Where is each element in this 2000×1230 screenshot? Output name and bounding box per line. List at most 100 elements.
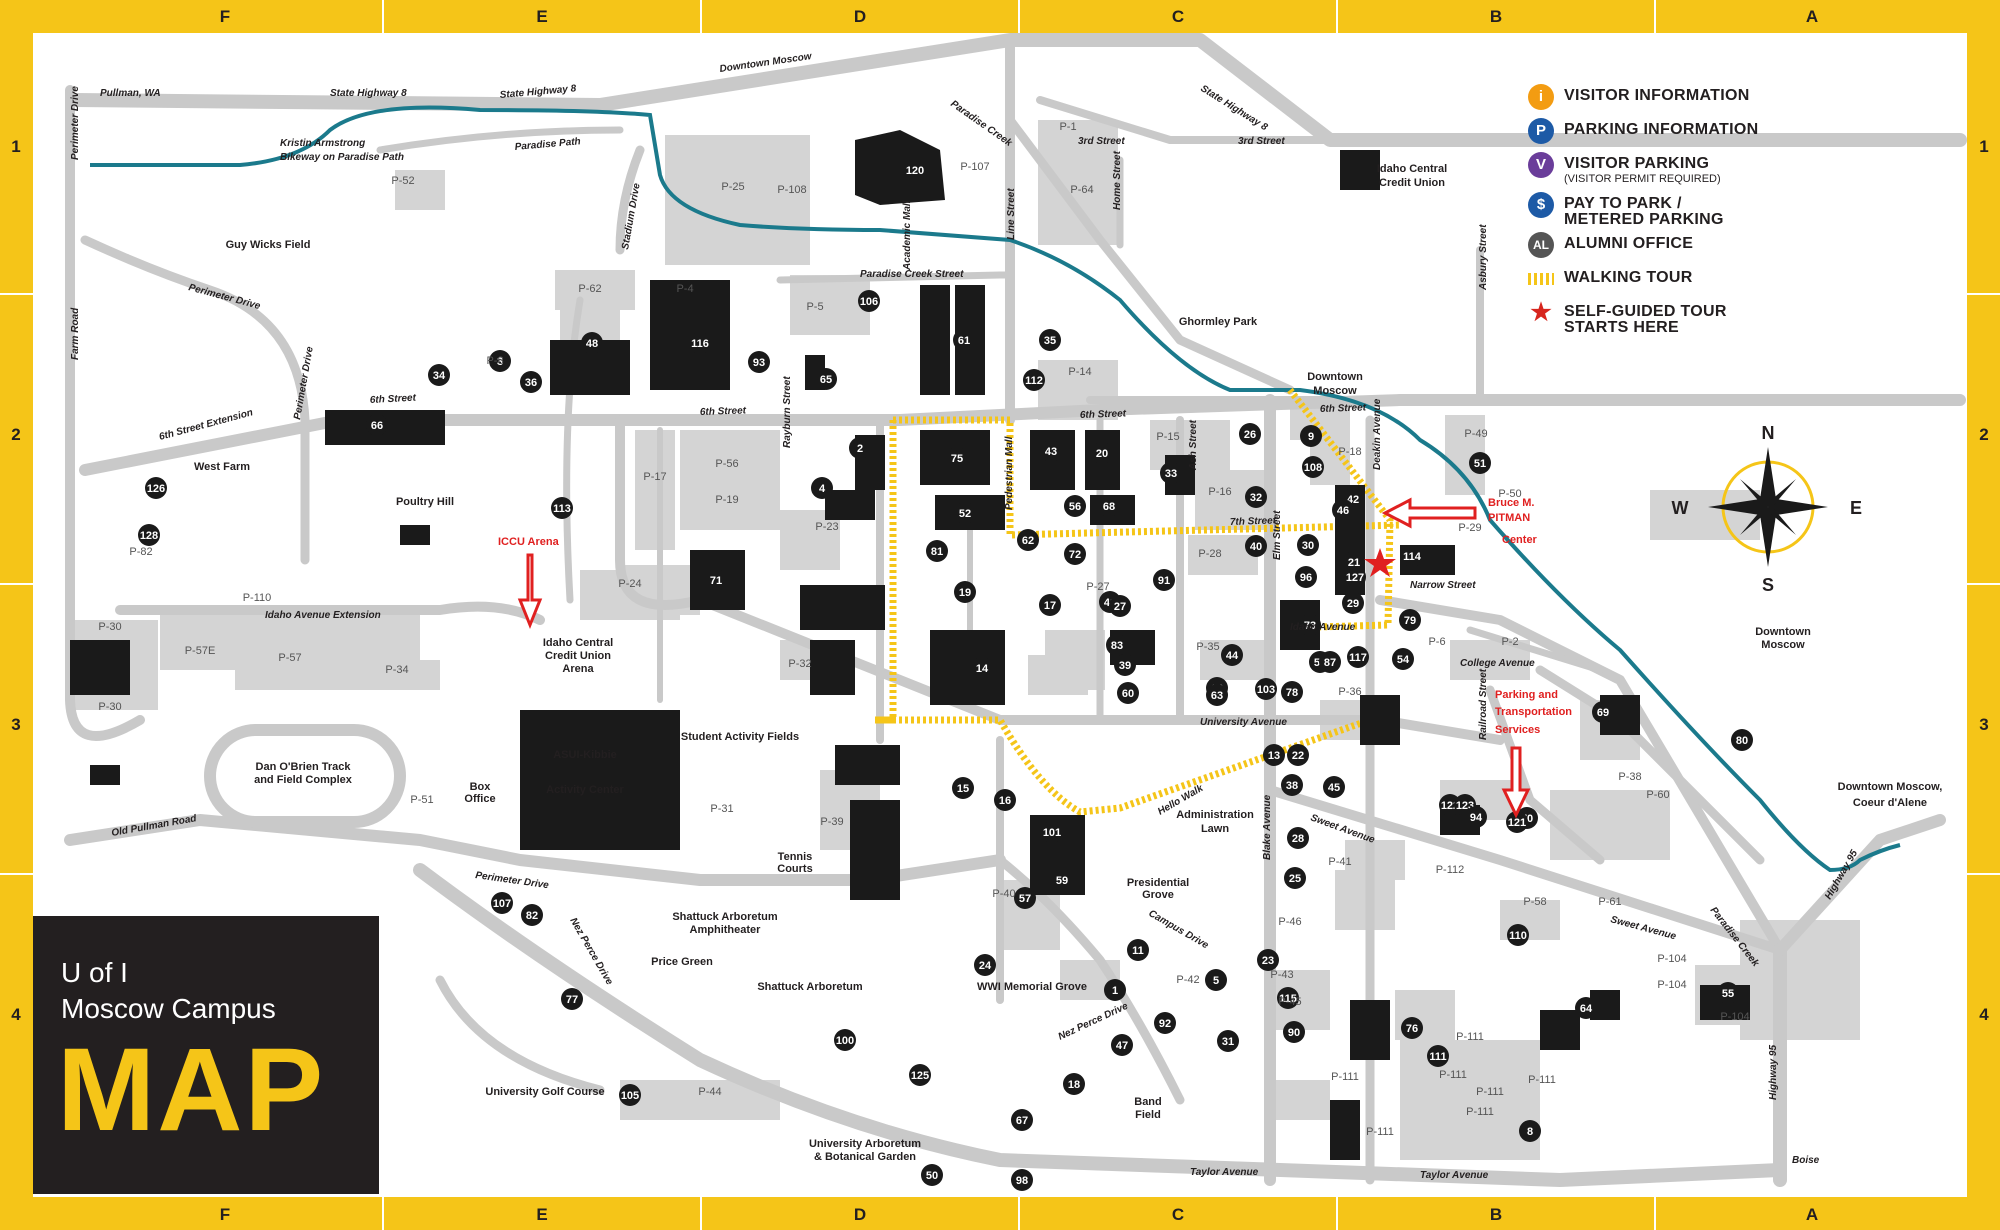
parking-lot-label[interactable]: P-111 — [1466, 1106, 1494, 1118]
parking-lot-label[interactable]: P-50 — [1498, 488, 1521, 500]
building-number[interactable]: 19 — [959, 587, 971, 599]
parking-lot-label[interactable]: P-15 — [1156, 431, 1179, 443]
building-number[interactable]: 72 — [1069, 549, 1081, 561]
parking-lot-label[interactable]: P-24 — [618, 578, 641, 590]
parking-lot-label[interactable]: P-104 — [1720, 1011, 1749, 1023]
parking-lot-label[interactable]: P-111 — [1456, 1031, 1484, 1043]
parking-lot-label[interactable]: P-61 — [1598, 896, 1621, 908]
parking-lot-label[interactable]: P-57 — [278, 652, 301, 664]
building-number[interactable]: 34 — [433, 370, 446, 382]
parking-lot-label[interactable]: P-30 — [98, 621, 121, 633]
building-number[interactable]: 110 — [1509, 930, 1527, 942]
parking-lot-label[interactable]: P-30 — [98, 701, 121, 713]
parking-lot-label[interactable]: P-32 — [788, 658, 811, 670]
building-number[interactable]: 80 — [1736, 735, 1748, 747]
parking-lot-label[interactable]: P-36 — [1338, 686, 1361, 698]
building-number[interactable]: 65 — [820, 374, 832, 386]
parking-lot-label[interactable]: P-40 — [992, 888, 1015, 900]
building-number[interactable]: 107 — [493, 898, 511, 910]
parking-lot-label[interactable]: P-27 — [1086, 581, 1109, 593]
building-number[interactable]: 38 — [1286, 780, 1298, 792]
parking-lot-label[interactable]: P-34 — [385, 664, 408, 676]
building-number[interactable]: 83 — [1111, 640, 1123, 652]
parking-lot-label[interactable]: P-14 — [1068, 366, 1091, 378]
building-number[interactable]: 62 — [1022, 535, 1034, 547]
parking-lot-label[interactable]: P-58 — [1523, 896, 1546, 908]
parking-lot-label[interactable]: P-44 — [698, 1086, 721, 1098]
parking-lot-label[interactable]: P-43 — [1270, 969, 1293, 981]
building-number[interactable]: 1 — [1112, 985, 1118, 997]
building-number[interactable]: 56 — [1069, 501, 1081, 513]
parking-lot-label[interactable]: P-104 — [1657, 979, 1686, 991]
parking-lot-label[interactable]: P-8 — [486, 355, 503, 367]
building-number[interactable]: 121 — [1508, 817, 1526, 829]
building-number[interactable]: 32 — [1250, 492, 1262, 504]
parking-lot-label[interactable]: P-1 — [1059, 121, 1076, 133]
parking-lot-label[interactable]: P-23 — [815, 521, 838, 533]
parking-lot-label[interactable]: P-82 — [129, 546, 152, 558]
building-number[interactable]: 127 — [1346, 572, 1364, 584]
parking-lot-label[interactable]: P-35 — [1196, 641, 1219, 653]
parking-lot-label[interactable]: P-60 — [1646, 789, 1669, 801]
building-number[interactable]: 103 — [1257, 684, 1275, 696]
building-number[interactable]: 125 — [911, 1070, 929, 1082]
building-number[interactable]: 33 — [1165, 468, 1177, 480]
building-number[interactable]: 28 — [1292, 833, 1304, 845]
parking-lot-label[interactable]: P-16 — [1208, 486, 1231, 498]
building-number[interactable]: 96 — [1300, 572, 1312, 584]
parking-lot-label[interactable]: P-41 — [1328, 856, 1351, 868]
parking-lot-label[interactable]: P-108 — [777, 184, 806, 196]
parking-lot-label[interactable]: P-45 — [1278, 996, 1301, 1008]
building-number[interactable]: 91 — [1158, 575, 1170, 587]
building-number[interactable]: 23 — [1262, 955, 1274, 967]
building-number[interactable]: 43 — [1045, 446, 1057, 458]
building-number[interactable]: 64 — [1580, 1003, 1593, 1015]
building-number[interactable]: 30 — [1302, 540, 1314, 552]
building-number[interactable]: 90 — [1288, 1027, 1300, 1039]
building-number[interactable]: 35 — [1044, 335, 1056, 347]
building-number[interactable]: 67 — [1016, 1115, 1028, 1127]
building-number[interactable]: 79 — [1404, 615, 1416, 627]
parking-lot-label[interactable]: P-4 — [676, 283, 693, 295]
building-number[interactable]: 29 — [1347, 598, 1359, 610]
building-number[interactable]: 87 — [1324, 657, 1336, 669]
parking-lot-label[interactable]: P-111 — [1528, 1074, 1556, 1086]
building-number[interactable]: 117 — [1349, 652, 1367, 664]
building-number[interactable]: 59 — [1056, 875, 1068, 887]
parking-lot-label[interactable]: P-107 — [960, 161, 989, 173]
parking-lot-label[interactable]: P-25 — [721, 181, 744, 193]
building-number[interactable]: 15 — [957, 783, 969, 795]
parking-lot-label[interactable]: P-57E — [185, 645, 216, 657]
building-number[interactable]: 76 — [1406, 1023, 1418, 1035]
building-number[interactable]: 16 — [999, 795, 1011, 807]
building-number[interactable]: 61 — [958, 335, 970, 347]
building-number[interactable]: 46 — [1337, 505, 1349, 517]
building-number[interactable]: 116 — [691, 338, 709, 350]
parking-lot-label[interactable]: P-111 — [1476, 1086, 1504, 1098]
building-number[interactable]: 17 — [1044, 600, 1056, 612]
parking-lot-label[interactable]: P-46 — [1278, 916, 1301, 928]
parking-lot-label[interactable]: P-39 — [820, 816, 843, 828]
building-number[interactable]: 44 — [1226, 650, 1239, 662]
building-number[interactable]: 24 — [979, 960, 992, 972]
building-number[interactable]: 63 — [1211, 690, 1223, 702]
building-number[interactable]: 60 — [1122, 688, 1134, 700]
building-number[interactable]: 114 — [1403, 551, 1422, 563]
building-number[interactable]: 5 — [1213, 975, 1219, 987]
building-number[interactable]: 45 — [1328, 782, 1340, 794]
building-number[interactable]: 13 — [1268, 750, 1280, 762]
building-number[interactable]: 39 — [1119, 660, 1131, 672]
building-number[interactable]: 101 — [1043, 827, 1061, 839]
building-number[interactable]: 21 — [1348, 557, 1360, 569]
building-number[interactable]: 106 — [860, 296, 878, 308]
building-number[interactable]: 51 — [1474, 458, 1486, 470]
parking-lot-label[interactable]: P-18 — [1338, 446, 1361, 458]
building-number[interactable]: 71 — [710, 575, 722, 587]
building-number[interactable]: 40 — [1250, 541, 1262, 553]
building-number[interactable]: 81 — [931, 546, 943, 558]
building-number[interactable]: 50 — [926, 1170, 938, 1182]
building-number[interactable]: 48 — [586, 338, 598, 350]
building-number[interactable]: 31 — [1222, 1036, 1234, 1048]
building-number[interactable]: 26 — [1244, 429, 1256, 441]
